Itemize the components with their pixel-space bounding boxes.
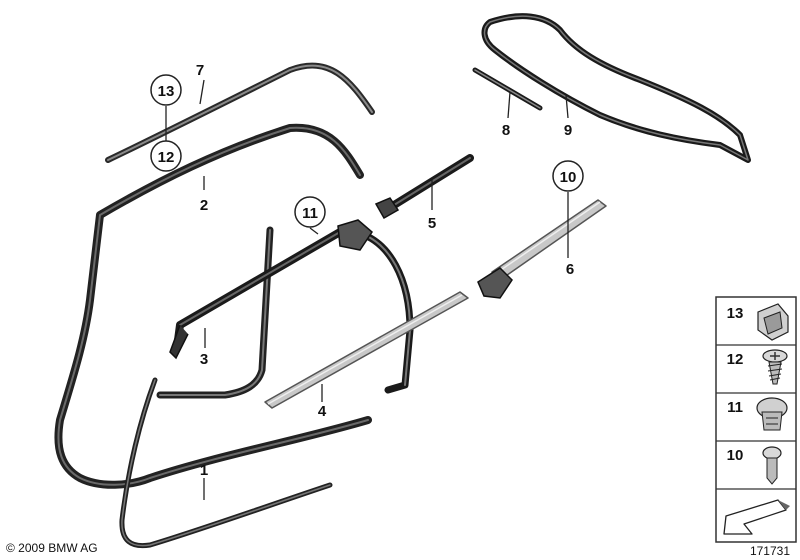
callout-8: 8 bbox=[502, 122, 510, 139]
callout-4: 4 bbox=[318, 403, 327, 420]
callout-12: 12 bbox=[158, 149, 175, 166]
part-8-small-strip[interactable] bbox=[472, 67, 543, 111]
callouts: 7 13 12 2 11 5 10 6 8 9 3 4 1 bbox=[150, 62, 584, 479]
callout-10: 10 bbox=[560, 169, 577, 186]
screw-icon bbox=[762, 349, 788, 385]
part-6-trim-strip[interactable] bbox=[477, 199, 607, 299]
leader-lines bbox=[165, 79, 569, 500]
fastener-legend: 13 12 11 10 bbox=[715, 296, 797, 543]
part-2-frame-seal[interactable] bbox=[156, 226, 274, 399]
callout-9: 9 bbox=[564, 122, 572, 139]
part-4-sill-trim[interactable] bbox=[264, 291, 469, 409]
callout-1: 1 bbox=[200, 462, 208, 479]
callout-3: 3 bbox=[200, 351, 208, 368]
expanding-rivet-icon bbox=[756, 397, 788, 431]
callout-11-circle bbox=[294, 196, 326, 228]
copyright-text: © 2009 BMW AG bbox=[6, 541, 98, 555]
legend-number-12: 12 bbox=[727, 351, 744, 368]
part-3-window-channel[interactable] bbox=[169, 219, 414, 394]
diagram-number: 171731 bbox=[750, 544, 790, 558]
callout-5: 5 bbox=[428, 215, 436, 232]
callout-2: 2 bbox=[200, 197, 208, 214]
clip-icon bbox=[757, 303, 789, 341]
part-9-lid-seal[interactable] bbox=[481, 13, 751, 163]
legend-row-10[interactable]: 10 bbox=[727, 446, 782, 485]
legend-row-12[interactable]: 12 bbox=[727, 349, 788, 385]
push-pin-icon bbox=[762, 446, 782, 485]
legend-row-11[interactable]: 11 bbox=[727, 397, 788, 431]
part-5-pillar-seal[interactable] bbox=[374, 154, 474, 220]
callout-13-circle bbox=[150, 74, 182, 106]
legend-number-11: 11 bbox=[727, 399, 743, 416]
callout-11: 11 bbox=[302, 205, 318, 222]
legend-number-10: 10 bbox=[727, 447, 744, 464]
direction-arrow-icon bbox=[723, 499, 790, 535]
callout-13: 13 bbox=[158, 83, 175, 100]
part-7-trim-strip[interactable] bbox=[105, 62, 375, 163]
part-1-door-seal[interactable] bbox=[54, 123, 372, 549]
callout-10-circle bbox=[552, 160, 584, 192]
callout-12-circle bbox=[150, 140, 182, 172]
callout-7: 7 bbox=[196, 62, 204, 79]
callout-6: 6 bbox=[566, 261, 574, 278]
legend-row-13[interactable]: 13 bbox=[727, 303, 789, 341]
legend-number-13: 13 bbox=[727, 305, 744, 322]
